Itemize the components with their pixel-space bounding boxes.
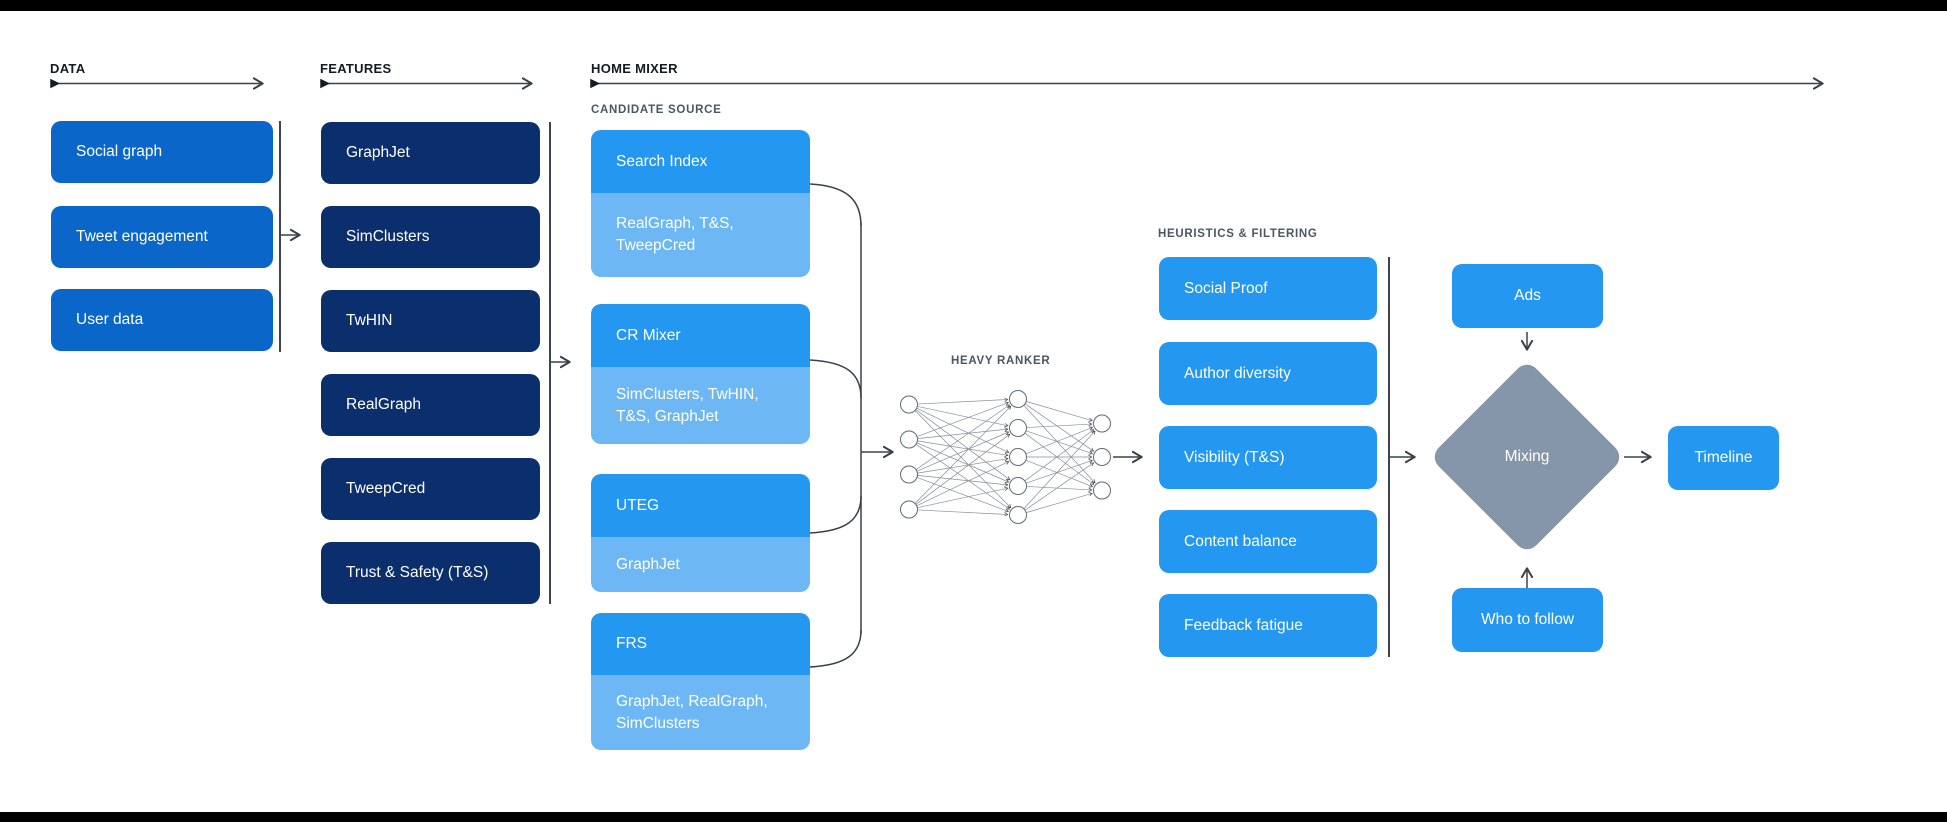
candidate-subtitle: GraphJet: [591, 537, 810, 592]
heuristics-box-author-diversity: Author diversity: [1159, 342, 1377, 405]
candidate-collector: [809, 183, 862, 668]
divider-lines: [279, 121, 1390, 657]
data-header: DATA: [50, 61, 86, 76]
uteg-connector: [809, 495, 862, 534]
features-box-graphjet: GraphJet: [321, 122, 540, 184]
timeline-box: Timeline: [1668, 426, 1779, 490]
heuristics-box-visibility: Visibility (T&S): [1159, 426, 1377, 489]
features-box-twhin: TwHIN: [321, 290, 540, 352]
features-box-realgraph: RealGraph: [321, 374, 540, 436]
features-box-tweepcred: TweepCred: [321, 458, 540, 520]
heavy-ranker-label: HEAVY RANKER: [951, 355, 1051, 367]
features-box-simclusters: SimClusters: [321, 206, 540, 268]
candidate-subtitle: SimClusters, TwHIN, T&S, GraphJet: [591, 367, 810, 444]
candidate-title: FRS: [591, 613, 810, 675]
candidate-title: UTEG: [591, 474, 810, 537]
mixing-diamond-label: Mixing: [1504, 448, 1550, 465]
candidate-subtitle: GraphJet, RealGraph, SimClusters: [591, 675, 810, 750]
bottom-black-bar: [0, 812, 1947, 822]
data-box-tweet-engagement: Tweet engagement: [51, 206, 273, 268]
features-box-trust-safety: Trust & Safety (T&S): [321, 542, 540, 604]
candidate-card-search-index: Search Index RealGraph, T&S, TweepCred: [591, 130, 810, 277]
home-mixer-header: HOME MIXER: [591, 61, 678, 76]
heuristics-box-social-proof: Social Proof: [1159, 257, 1377, 320]
data-box-user-data: User data: [51, 289, 273, 351]
flow-arrows: [281, 228, 1652, 588]
frs-connector: [809, 629, 862, 668]
ads-box: Ads: [1452, 264, 1603, 328]
features-header: FEATURES: [320, 61, 392, 76]
cr-mixer-connector: [809, 359, 862, 399]
top-black-bar: [0, 0, 1947, 11]
heuristics-filtering-label: HEURISTICS & FILTERING: [1158, 228, 1318, 240]
heuristics-box-content-balance: Content balance: [1159, 510, 1377, 573]
candidate-card-frs: FRS GraphJet, RealGraph, SimClusters: [591, 613, 810, 750]
candidate-title: CR Mixer: [591, 304, 810, 367]
heuristics-box-feedback-fatigue: Feedback fatigue: [1159, 594, 1377, 657]
candidate-card-uteg: UTEG GraphJet: [591, 474, 810, 592]
candidate-subtitle: RealGraph, T&S, TweepCred: [591, 193, 810, 277]
heavy-ranker-network: [900, 390, 1111, 524]
who-to-follow-box: Who to follow: [1452, 588, 1603, 652]
search-index-connector: [809, 183, 862, 227]
candidate-card-cr-mixer: CR Mixer SimClusters, TwHIN, T&S, GraphJ…: [591, 304, 810, 444]
candidate-source-label: CANDIDATE SOURCE: [591, 104, 722, 116]
candidate-title: Search Index: [591, 130, 810, 193]
data-box-social-graph: Social graph: [51, 121, 273, 183]
